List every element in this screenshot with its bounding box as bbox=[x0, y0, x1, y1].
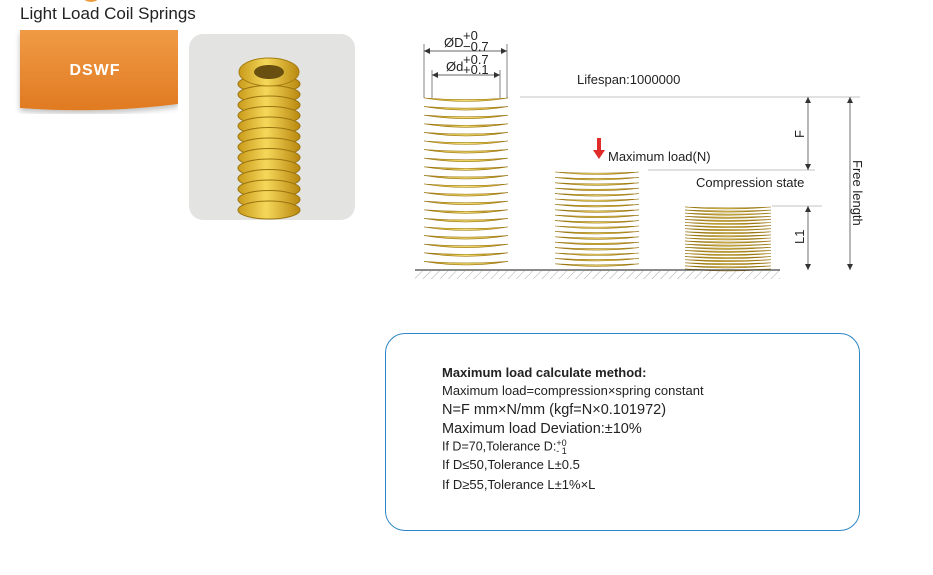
spring-coil bbox=[423, 132, 509, 137]
spring-coil bbox=[684, 250, 772, 253]
formula-line-4-tol-upper: +0 bbox=[556, 438, 567, 448]
spring-coil bbox=[684, 212, 772, 216]
spring-photo bbox=[237, 57, 301, 220]
spring-coil bbox=[554, 236, 640, 240]
spring-coil bbox=[423, 166, 509, 171]
spring-coil bbox=[554, 209, 640, 213]
spring-coil bbox=[684, 228, 772, 231]
formula-line-6: If D≥55,Tolerance L±1%×L bbox=[442, 477, 596, 492]
spring-coil bbox=[684, 253, 772, 256]
spring-coil bbox=[423, 200, 509, 205]
spring-coil bbox=[554, 187, 640, 191]
spring-coil bbox=[554, 182, 640, 186]
spring-coil bbox=[423, 123, 509, 128]
formula-lines: Maximum load calculate method: Maximum l… bbox=[442, 366, 704, 496]
spring-coil bbox=[423, 106, 509, 111]
formula-line-4-tolerance: +0- 1 bbox=[556, 438, 567, 456]
spring-coil bbox=[684, 219, 772, 222]
compression-state-label: Compression state bbox=[696, 175, 804, 190]
spring-coil bbox=[684, 247, 772, 250]
formula-line-4-prefix: If D=70,Tolerance D: bbox=[442, 439, 557, 454]
spring-coil bbox=[554, 177, 640, 181]
spring-coil bbox=[423, 226, 509, 231]
spring-coil bbox=[684, 240, 772, 244]
spring-coil bbox=[423, 261, 509, 266]
spring-coil bbox=[684, 216, 772, 219]
spring-coil bbox=[684, 209, 772, 213]
spring-coil bbox=[554, 241, 640, 245]
spring-coil bbox=[684, 222, 772, 225]
l1-label: L1 bbox=[792, 230, 807, 244]
product-tab-shape bbox=[20, 30, 178, 111]
formula-line-4: If D=70,Tolerance D:+0- 1 bbox=[442, 439, 704, 458]
outer-dia-label: ØD bbox=[444, 35, 464, 50]
inner-dia-tol-lower: +0.1 bbox=[463, 62, 489, 77]
formula-line-1: Maximum load=compression×spring constant bbox=[442, 383, 704, 398]
spring-diagram-svg: ØD +0 −0.7 Ød +0.7 +0.1 Lifespan:1000000… bbox=[415, 28, 865, 279]
spring-coil bbox=[554, 247, 640, 251]
formula-line-4-tol-lower: - 1 bbox=[556, 446, 567, 456]
spring-coil bbox=[423, 183, 509, 188]
spring-coil bbox=[684, 265, 772, 269]
spring-coil bbox=[554, 198, 640, 202]
free-spring bbox=[423, 97, 509, 266]
spring-coil bbox=[423, 157, 509, 162]
spring-coil bbox=[423, 209, 509, 214]
inner-dia-tol-upper: +0.7 bbox=[463, 52, 489, 67]
spring-coil bbox=[423, 140, 509, 145]
spring-coil bbox=[554, 263, 640, 267]
spring-coil bbox=[684, 231, 772, 235]
spring-coil bbox=[684, 259, 772, 262]
free-length-label: Free length bbox=[850, 160, 865, 226]
spring-coil bbox=[684, 256, 772, 259]
compressed-spring bbox=[684, 206, 772, 272]
spring-coil bbox=[554, 214, 640, 218]
spring-coil bbox=[423, 243, 509, 248]
spring-coil bbox=[423, 114, 509, 119]
spring-coil bbox=[684, 206, 772, 210]
spring-coil bbox=[684, 262, 772, 266]
spring-coil bbox=[684, 234, 772, 238]
spring-coil bbox=[684, 243, 772, 247]
outer-dia-tol-lower: −0.7 bbox=[463, 39, 489, 54]
ground-hatch bbox=[415, 271, 780, 279]
lifespan-label: Lifespan:1000000 bbox=[577, 72, 680, 87]
photo-coil bbox=[237, 200, 301, 220]
formula-line-3: Maximum load Deviation:±10% bbox=[442, 421, 642, 437]
load-arrow-icon bbox=[593, 138, 605, 159]
spring-coil bbox=[423, 235, 509, 240]
max-load-spring bbox=[554, 171, 640, 267]
formula-panel bbox=[385, 333, 860, 531]
spring-diagram: ØD +0 −0.7 Ød +0.7 +0.1 Lifespan:1000000… bbox=[400, 28, 870, 290]
product-code: DSWF bbox=[69, 62, 121, 79]
spring-coil bbox=[554, 204, 640, 208]
product-tab[interactable] bbox=[0, 30, 178, 114]
spring-coil bbox=[423, 149, 509, 154]
spring-coil bbox=[554, 252, 640, 256]
spring-coil bbox=[554, 225, 640, 229]
page-title: Light Load Coil Springs bbox=[20, 4, 196, 23]
spring-coil bbox=[554, 231, 640, 235]
header-spring-icon bbox=[80, 0, 102, 2]
formula-line-5: If D≤50,Tolerance L±0.5 bbox=[442, 457, 580, 472]
formula-line-2: N=F mm×N/mm (kgf=N×0.101972) bbox=[442, 402, 667, 418]
spring-coil bbox=[423, 218, 509, 223]
formula-heading: Maximum load calculate method: bbox=[442, 365, 647, 380]
spring-coil bbox=[554, 193, 640, 197]
spring-coil bbox=[423, 252, 509, 257]
spring-coil bbox=[423, 175, 509, 180]
inner-dia-label: Ød bbox=[446, 59, 463, 74]
spring-coil bbox=[423, 192, 509, 197]
spring-coil bbox=[554, 258, 640, 262]
product-photo-card bbox=[189, 34, 355, 220]
spring-coil bbox=[684, 237, 772, 241]
spring-coil bbox=[554, 171, 640, 175]
spring-coil bbox=[423, 97, 509, 102]
f-label: F bbox=[792, 130, 807, 138]
spring-coil bbox=[684, 225, 772, 228]
spring-coil bbox=[554, 220, 640, 224]
outer-dia-tol-upper: +0 bbox=[463, 30, 478, 43]
max-load-label: Maximum load(N) bbox=[608, 149, 711, 164]
